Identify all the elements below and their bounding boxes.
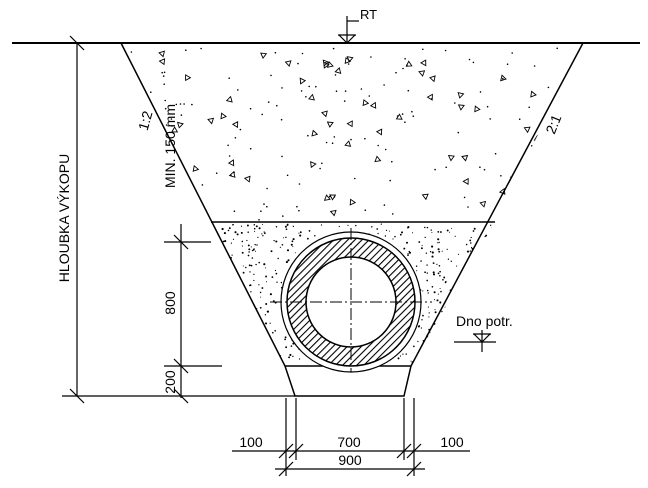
- depth-dimension: HLOUBKA VÝKOPU: [56, 35, 295, 404]
- slope-right-label: 2:1: [542, 112, 564, 136]
- trench-outline: [120, 42, 584, 397]
- base-layer-dimension: 200: [162, 370, 178, 394]
- left-margin-dimension: 100: [239, 434, 263, 450]
- right-margin-dimension: 100: [440, 434, 464, 450]
- pipe: [270, 228, 432, 373]
- slope-left-label: 1:2: [135, 109, 156, 132]
- pipe-width-dimension: 700: [337, 434, 361, 450]
- pipe-bottom-marker: Dno potr.: [454, 313, 513, 352]
- depth-label: HLOUBKA VÝKOPU: [56, 154, 72, 282]
- backfill-aggregate: [124, 47, 579, 221]
- min-cover-label: MIN. 150 mm: [162, 104, 178, 188]
- width-dimensions: 100 700 100 900: [232, 398, 470, 477]
- bottom-width-dimension: 900: [338, 452, 362, 468]
- pipe-bottom-label: Dno potr.: [456, 313, 513, 329]
- bedding-zone-dimension: 800: [162, 291, 178, 315]
- terrain-label: RT: [360, 7, 377, 22]
- layer-dimensions: 800 200 MIN. 150 mm: [162, 104, 222, 404]
- terrain-marker: RT: [338, 7, 377, 44]
